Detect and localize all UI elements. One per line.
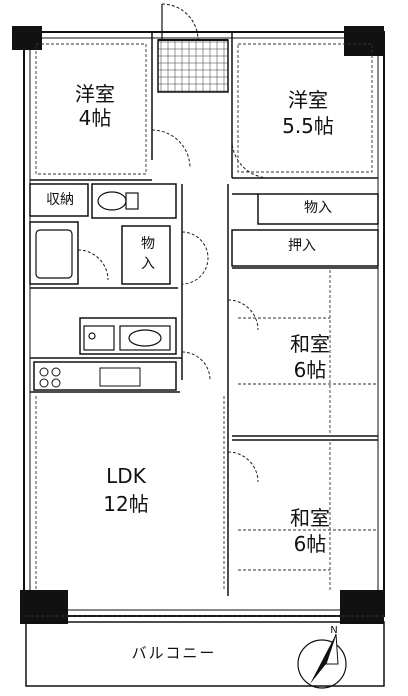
door-swings <box>77 129 271 483</box>
compass-icon <box>297 633 347 689</box>
closet-label: 収納 <box>46 192 74 208</box>
bathtub-fixture <box>35 229 73 279</box>
room-japanese-upper-name: 和室 <box>290 332 330 356</box>
washbasin-fixture <box>83 325 171 351</box>
interior-walls <box>29 32 379 596</box>
room-western-4-name: 洋室 <box>75 82 115 106</box>
entrance <box>157 3 229 93</box>
dashed-lines <box>26 43 384 617</box>
room-ldk-name: LDK <box>106 464 146 488</box>
room-japanese-lower-size: 6帖 <box>293 532 327 556</box>
room-ldk-size: 12帖 <box>103 492 149 516</box>
toilet-fixture <box>97 191 139 211</box>
room-western-55-size: 5.5帖 <box>282 114 334 138</box>
room-western-55-name: 洋室 <box>288 88 328 112</box>
room-japanese-lower-name: 和室 <box>290 506 330 530</box>
balcony-label: バルコニー <box>131 644 217 662</box>
compass-north-label: N <box>330 625 338 636</box>
mono-center-label-2: 入 <box>141 256 155 272</box>
corner-columns <box>12 26 384 624</box>
room-western-4-size: 4帖 <box>78 106 112 130</box>
room-japanese-upper-size: 6帖 <box>293 358 327 382</box>
stove-fixture <box>39 367 141 388</box>
mono-center-label-1: 物 <box>141 236 155 252</box>
balcony-area <box>25 621 385 687</box>
oshiire-label: 押入 <box>288 238 316 254</box>
mono-right-label: 物入 <box>304 200 332 216</box>
